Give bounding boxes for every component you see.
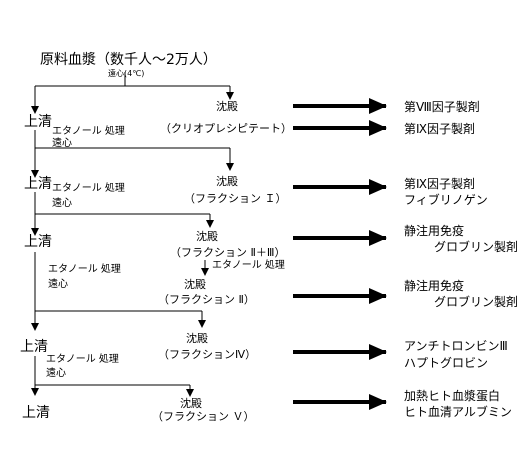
precipitate-3: 沈殿 — [196, 229, 218, 243]
precipitate-1: 沈殿 — [216, 99, 238, 113]
centrifuge-1: 遠心 — [52, 136, 72, 149]
product-haptoglobin: ハプトグロビン — [404, 356, 488, 370]
product-ivig-2-line1: 静注用免疫 — [404, 278, 464, 293]
centrifuge-4: 遠心 — [46, 366, 66, 379]
product-fibrinogen: フィブリノゲン — [404, 192, 488, 207]
supernatant-2: 上清 — [24, 176, 52, 192]
supernatant-3: 上清 — [24, 234, 52, 250]
product-ivig-2-line2: グロブリン製剤 — [434, 294, 518, 309]
precipitate-3-name: （フラクション Ⅱ＋Ⅲ） — [170, 246, 286, 259]
centrifuge-label: 遠心(4℃) — [108, 68, 144, 78]
ethanol-treatment-3b: エタノール 処理 — [212, 258, 285, 271]
precipitate-3b: 沈殿 — [184, 277, 206, 291]
precipitate-1-name: （クリオプレシピテート） — [160, 122, 292, 135]
ethanol-treatment-4: エタノール 処理 — [46, 352, 119, 365]
centrifuge-3: 遠心 — [48, 277, 68, 290]
precipitate-4-name: （フラクションⅣ） — [158, 348, 256, 361]
product-ivig-1-line1: 静注用免疫 — [404, 223, 464, 238]
source-plasma-title: 原料血漿（数千人～2万人） — [40, 52, 217, 68]
product-factor-9-b: 第Ⅸ因子製剤 — [404, 176, 475, 191]
precipitate-2-name: （フラクション Ｉ） — [184, 192, 287, 205]
ethanol-treatment-2: エタノール 処理 — [52, 181, 125, 194]
product-plasma-protein: 加熱ヒト血漿蛋白 — [404, 388, 500, 403]
centrifuge-2: 遠心 — [52, 196, 72, 209]
ethanol-treatment-1: エタノール 処理 — [52, 124, 125, 137]
supernatant-4: 上清 — [20, 339, 48, 355]
precipitate-3b-name: （フラクション Ⅱ） — [158, 293, 255, 306]
ethanol-treatment-3: エタノール 処理 — [48, 262, 121, 275]
supernatant-5: 上清 — [22, 405, 50, 421]
precipitate-4: 沈殿 — [186, 331, 208, 345]
precipitate-5-name: （フラクション Ｖ） — [152, 410, 255, 423]
precipitate-2: 沈殿 — [216, 174, 238, 188]
product-albumin: ヒト血清アルブミン — [404, 404, 512, 419]
product-ivig-1-line2: グロブリン製剤 — [434, 239, 518, 254]
supernatant-1: 上清 — [24, 114, 52, 130]
precipitate-5: 沈殿 — [180, 396, 202, 410]
product-factor-8: 第Ⅷ因子製剤 — [404, 99, 480, 114]
product-antithrombin: アンチトロンビンⅢ — [404, 339, 508, 353]
product-factor-9: 第Ⅸ因子製剤 — [404, 121, 475, 136]
